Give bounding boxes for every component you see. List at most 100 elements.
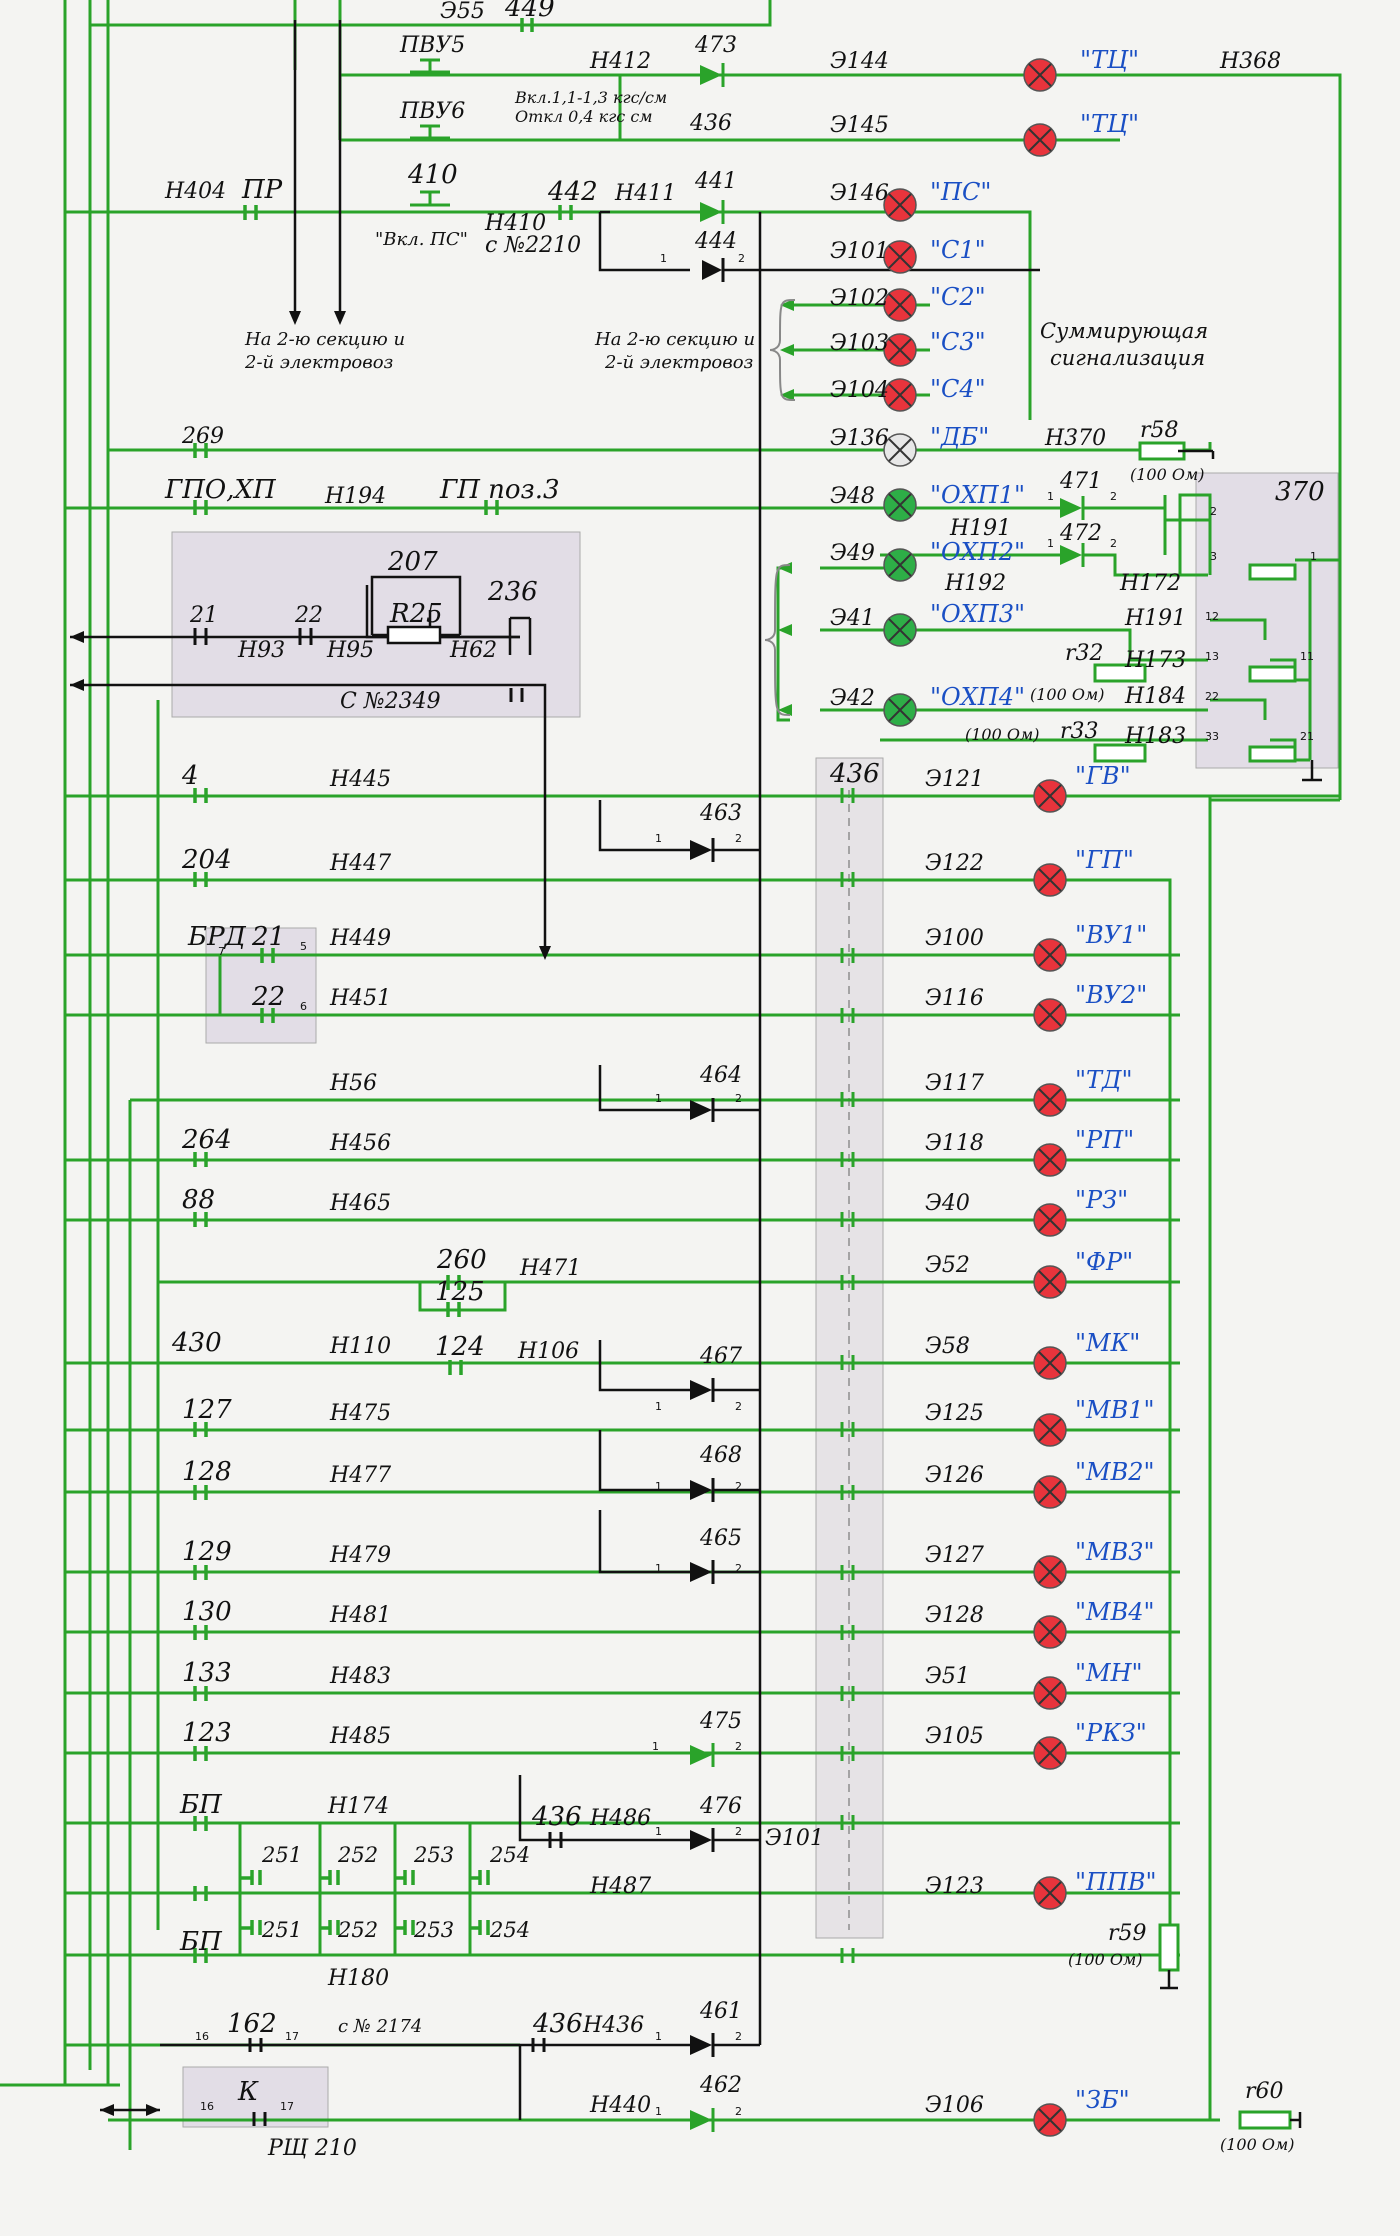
svg-text:2: 2 bbox=[735, 1740, 742, 1753]
brace-1 bbox=[769, 299, 796, 401]
label-k: К bbox=[237, 2077, 259, 2107]
label-gpo: ГПО,ХП bbox=[164, 475, 277, 505]
label-r59v: (100 Ом) bbox=[1068, 1950, 1143, 1969]
label-n440: Н440 bbox=[589, 2093, 651, 2118]
row-e-11: Э127 bbox=[925, 1543, 984, 1568]
svg-text:1: 1 bbox=[655, 1400, 662, 1413]
row-e-7: Э52 bbox=[925, 1253, 970, 1278]
label-bp-c436: 436 bbox=[531, 1802, 582, 1832]
svg-text:12: 12 bbox=[1205, 610, 1219, 623]
svg-text:2: 2 bbox=[735, 832, 742, 845]
svg-text:1: 1 bbox=[660, 252, 667, 265]
lamp-label-c2: "С2" bbox=[930, 283, 986, 311]
svg-text:2: 2 bbox=[738, 252, 745, 265]
lamp-label-ppv: "ППВ" bbox=[1075, 1868, 1157, 1896]
label-to2a-2: На 2-ю секцию и bbox=[594, 329, 755, 350]
row-e-10: Э126 bbox=[925, 1463, 984, 1488]
row-contact-9: 127 bbox=[182, 1395, 232, 1425]
label-d461: 461 bbox=[699, 1999, 742, 2024]
label-e103: Э103 bbox=[830, 331, 889, 356]
lamp-ps bbox=[883, 188, 917, 222]
diode-464 bbox=[690, 1098, 715, 1122]
lamp-rp bbox=[1033, 1143, 1067, 1177]
label-c22: 22 bbox=[294, 603, 323, 628]
diode-462 bbox=[690, 2108, 715, 2132]
row-wire-5: Н456 bbox=[329, 1131, 391, 1156]
label-n486: Н486 bbox=[589, 1806, 651, 1831]
label-c253b: 253 bbox=[413, 1918, 454, 1942]
label-d475: 475 bbox=[699, 1709, 742, 1734]
row-lamp-label-0: "ГВ" bbox=[1075, 762, 1131, 790]
label-d465: 465 bbox=[699, 1526, 742, 1551]
label-r58: r58 bbox=[1140, 418, 1179, 443]
lamp-c4 bbox=[883, 378, 917, 412]
resistor-r60 bbox=[1238, 2110, 1292, 2130]
row-lamp-label-11: "МВ3" bbox=[1075, 1538, 1155, 1566]
label-r32v: (100 Ом) bbox=[1030, 685, 1105, 704]
row-wire-12: Н481 bbox=[329, 1603, 391, 1628]
svg-text:2: 2 bbox=[735, 1400, 742, 1413]
label-col436: 436 bbox=[829, 759, 880, 789]
diode-463 bbox=[690, 838, 715, 862]
resistor-370-a bbox=[1248, 563, 1297, 581]
row-e-8: Э58 bbox=[925, 1334, 970, 1359]
lamp-gv bbox=[1033, 779, 1067, 813]
svg-text:1: 1 bbox=[1047, 490, 1054, 503]
row-e-0: Э121 bbox=[925, 767, 984, 792]
label-bp2: БП bbox=[179, 1927, 223, 1957]
label-r60v: (100 Ом) bbox=[1220, 2135, 1295, 2154]
label-c125: 125 bbox=[435, 1277, 485, 1307]
col436-contacts bbox=[840, 788, 855, 1963]
label-c269: 269 bbox=[181, 424, 224, 449]
diode-461 bbox=[690, 2033, 715, 2057]
diode-476 bbox=[690, 1828, 715, 1852]
label-d468: 468 bbox=[699, 1443, 742, 1468]
label-e146: Э146 bbox=[830, 181, 889, 206]
lamp-mv3 bbox=[1033, 1555, 1067, 1589]
svg-text:1: 1 bbox=[1047, 537, 1054, 550]
row-contact-6: 88 bbox=[182, 1185, 215, 1215]
label-n172: Н172 bbox=[1119, 571, 1181, 596]
lamp-oxp3 bbox=[883, 613, 917, 647]
label-d472: 472 bbox=[1059, 521, 1102, 546]
label-n471-alt: Н471 bbox=[519, 1256, 581, 1281]
row-lamp-label-4: "ТД" bbox=[1075, 1066, 1133, 1094]
diode-473 bbox=[700, 63, 725, 87]
label-n404: Н404 bbox=[164, 179, 226, 204]
lamp-fr bbox=[1033, 1265, 1067, 1299]
svg-text:2: 2 bbox=[735, 1562, 742, 1575]
svg-text:13: 13 bbox=[1205, 650, 1219, 663]
svg-text:17: 17 bbox=[285, 2030, 299, 2043]
label-d467: 467 bbox=[699, 1344, 742, 1369]
label-c260: 260 bbox=[436, 1245, 487, 1275]
label-n95: Н95 bbox=[326, 638, 374, 663]
lamp-rz bbox=[1033, 1203, 1067, 1237]
label-n184: Н184 bbox=[1124, 684, 1186, 709]
label-vkl-ps: "Вкл. ПС" bbox=[375, 229, 468, 250]
label-n191a: Н191 bbox=[949, 516, 1011, 541]
diode-471 bbox=[1060, 496, 1085, 520]
label-e49: Э49 bbox=[830, 541, 875, 566]
note-vkl: Вкл.1,1-1,3 кгс/см bbox=[514, 88, 667, 107]
row-wire-10: Н477 bbox=[329, 1463, 391, 1488]
label-n191b: Н191 bbox=[1124, 606, 1186, 631]
label-s2210: с №2210 bbox=[485, 233, 581, 258]
diode-467 bbox=[690, 1378, 715, 1402]
label-e144: Э144 bbox=[830, 49, 889, 74]
label-n368: Н368 bbox=[1219, 49, 1281, 74]
label-e102: Э102 bbox=[830, 286, 889, 311]
label-d444: 444 bbox=[694, 229, 737, 254]
row-e-5: Э118 bbox=[925, 1131, 984, 1156]
resistors bbox=[1093, 441, 1297, 2130]
label-d462: 462 bbox=[699, 2073, 742, 2098]
lamp-oxp4 bbox=[883, 693, 917, 727]
row-lamp-label-7: "ФР" bbox=[1075, 1248, 1133, 1276]
svg-text:16: 16 bbox=[200, 2100, 214, 2113]
label-c254a: 254 bbox=[489, 1843, 530, 1867]
label-r33: r33 bbox=[1060, 719, 1099, 744]
row-contact-3: 22 bbox=[251, 982, 285, 1012]
resistor-r59 bbox=[1158, 1923, 1180, 1972]
row-contact-13: 133 bbox=[182, 1658, 232, 1688]
label-n487: Н487 bbox=[589, 1874, 651, 1899]
